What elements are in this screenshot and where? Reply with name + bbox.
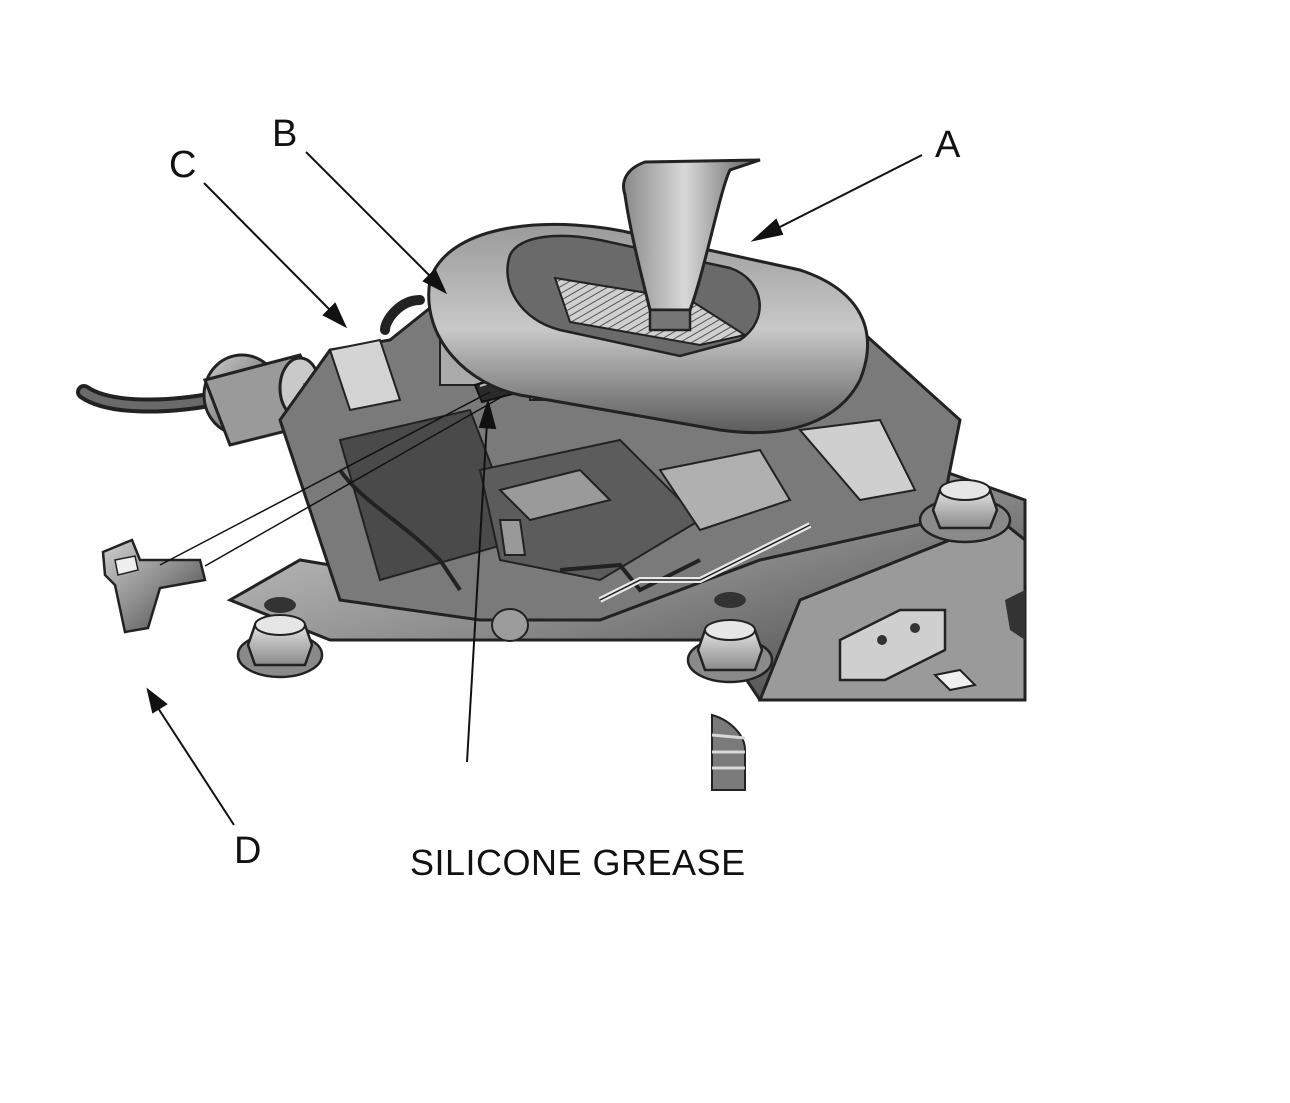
- lock-clip: [101, 538, 207, 634]
- shift-knob: [622, 158, 761, 332]
- leader-a: [750, 154, 923, 242]
- callout-a: A: [935, 124, 961, 166]
- callout-d: D: [234, 830, 262, 872]
- leader-grease: [466, 398, 497, 763]
- bolt-right: [918, 479, 1012, 544]
- callout-c: C: [169, 144, 197, 186]
- stopper-part: [711, 713, 746, 791]
- projection-lines: [159, 391, 506, 567]
- bolt-left: [236, 597, 324, 679]
- leader-lines: [146, 151, 923, 826]
- mounting-bolts: [236, 479, 1012, 684]
- leader-c: [203, 182, 348, 329]
- callout-b: B: [272, 113, 298, 155]
- silicone-grease-label: SILICONE GREASE: [410, 842, 746, 883]
- bolt-middle: [686, 592, 774, 684]
- leader-b: [305, 151, 448, 295]
- leader-d: [146, 687, 235, 826]
